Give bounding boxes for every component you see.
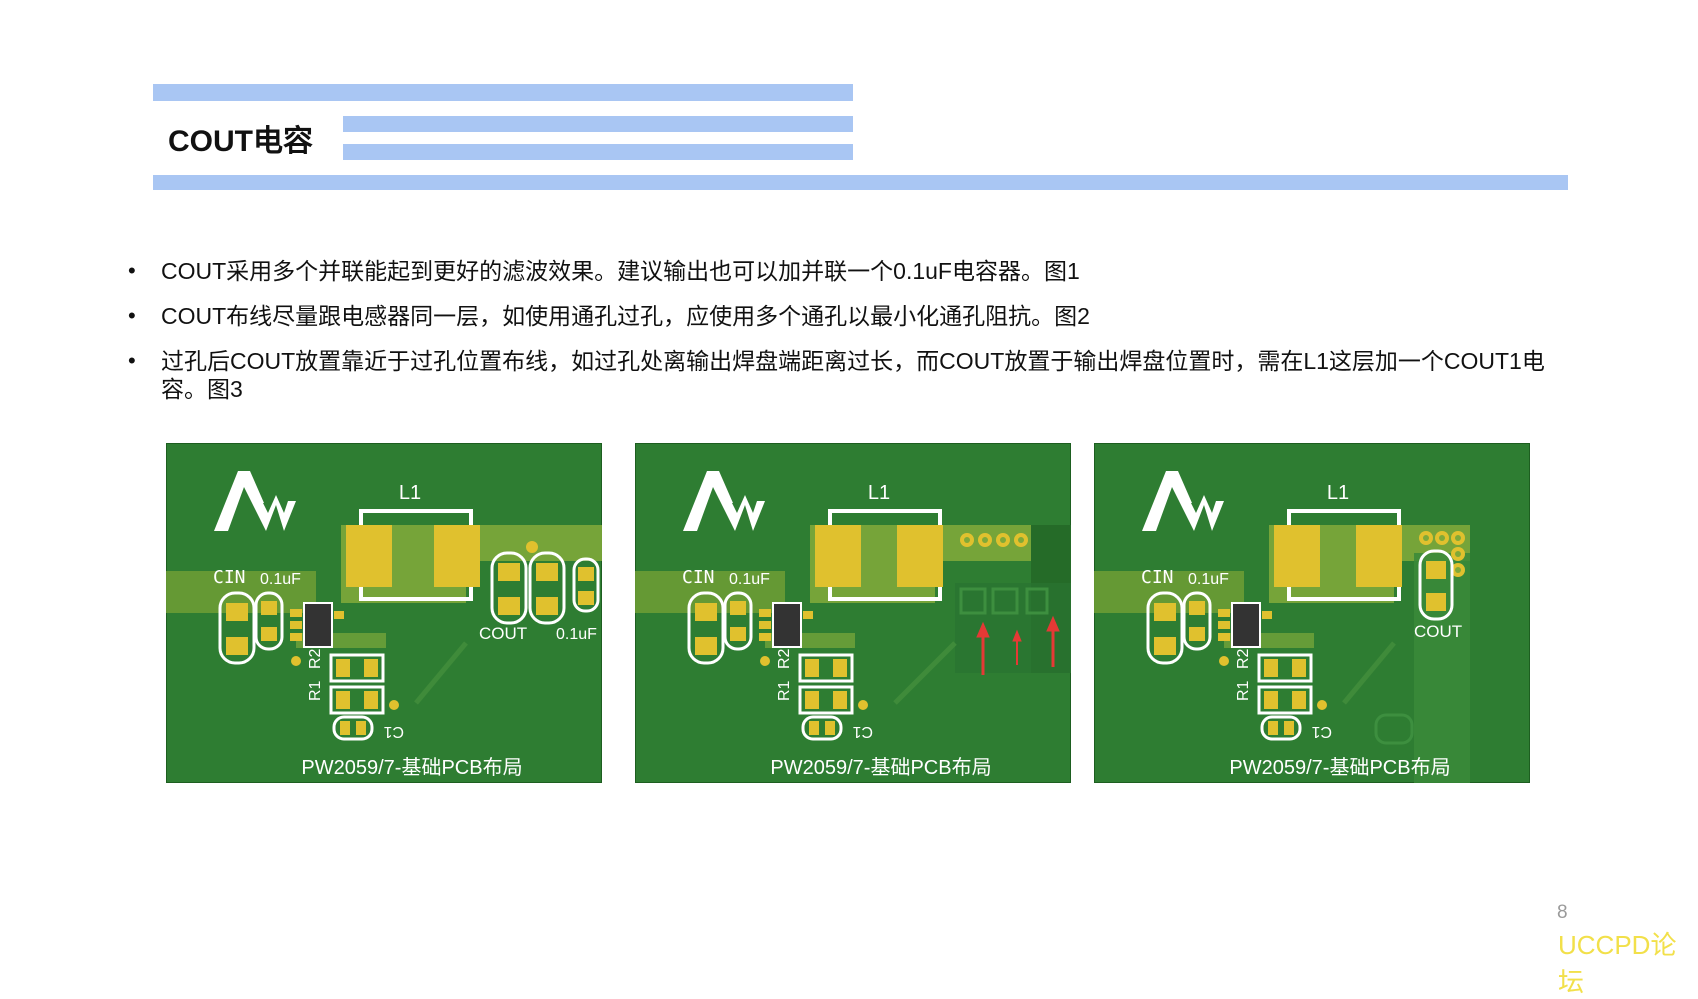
pcb-figure-2: L1 CIN 0.1uF [635, 443, 1071, 783]
label-cout: COUT [1414, 622, 1462, 641]
brand-logo [214, 471, 296, 531]
header-bar-mid-2 [343, 144, 853, 160]
brand-logo [1142, 471, 1224, 531]
label-cin-cap: 0.1uF [260, 571, 301, 588]
label-r2: R2 [307, 648, 324, 669]
label-cin: CIN [213, 567, 246, 588]
label-r1: R1 [307, 680, 324, 701]
figure-caption: PW2059/7-基础PCB布局 [1229, 756, 1450, 779]
watermark: UCCPD论坛 [1558, 930, 1677, 997]
label-c1: C1 [383, 723, 404, 740]
bullet-item-1: COUT采用多个并联能起到更好的滤波效果。建议输出也可以加并联一个0.1uF电容… [128, 257, 1548, 285]
page-number: 8 [1557, 902, 1568, 923]
brand-logo [683, 471, 765, 531]
header-bar-top [153, 84, 853, 101]
label-cout-cap: 0.1uF [556, 626, 597, 643]
figure-caption: PW2059/7-基础PCB布局 [770, 756, 991, 779]
label-c1: C1 [1311, 723, 1332, 740]
label-c1: C1 [852, 723, 873, 740]
bullet-list: COUT采用多个并联能起到更好的滤波效果。建议输出也可以加并联一个0.1uF电容… [128, 257, 1548, 420]
label-r1: R1 [1235, 680, 1252, 701]
bullet-item-2: COUT布线尽量跟电感器同一层，如使用通孔过孔，应使用多个通孔以最小化通孔阻抗。… [128, 302, 1548, 330]
label-cout: COUT [479, 624, 527, 643]
pcb-board-2: L1 CIN 0.1uF [635, 443, 1071, 783]
label-l1: L1 [868, 482, 890, 504]
header-bar-mid-1 [343, 116, 853, 132]
pcb-board-1: L1 CIN 0.1uF R2 R1 C1 [166, 443, 602, 783]
label-cin: CIN [682, 567, 715, 588]
pcb-figure-3: L1 COUT CIN 0.1uF R2 [1094, 443, 1530, 783]
label-r2: R2 [776, 648, 793, 669]
pcb-board-3: L1 COUT CIN 0.1uF R2 [1094, 443, 1530, 783]
pcb-figure-1: L1 CIN 0.1uF R2 R1 C1 [166, 443, 602, 783]
label-cin-cap: 0.1uF [1188, 571, 1229, 588]
label-l1: L1 [1327, 482, 1349, 504]
arrow-icon [976, 615, 1060, 675]
label-r1: R1 [776, 680, 793, 701]
label-l1: L1 [399, 482, 421, 504]
label-cin: CIN [1141, 567, 1174, 588]
bullet-item-3: 过孔后COUT放置靠近于过孔位置布线，如过孔处离输出焊盘端距离过长，而COUT放… [128, 347, 1548, 403]
page-title: COUT电容 [168, 125, 313, 158]
figure-caption: PW2059/7-基础PCB布局 [301, 756, 522, 779]
label-r2: R2 [1235, 648, 1252, 669]
header-bar-bottom [153, 175, 1568, 190]
label-cin-cap: 0.1uF [729, 571, 770, 588]
